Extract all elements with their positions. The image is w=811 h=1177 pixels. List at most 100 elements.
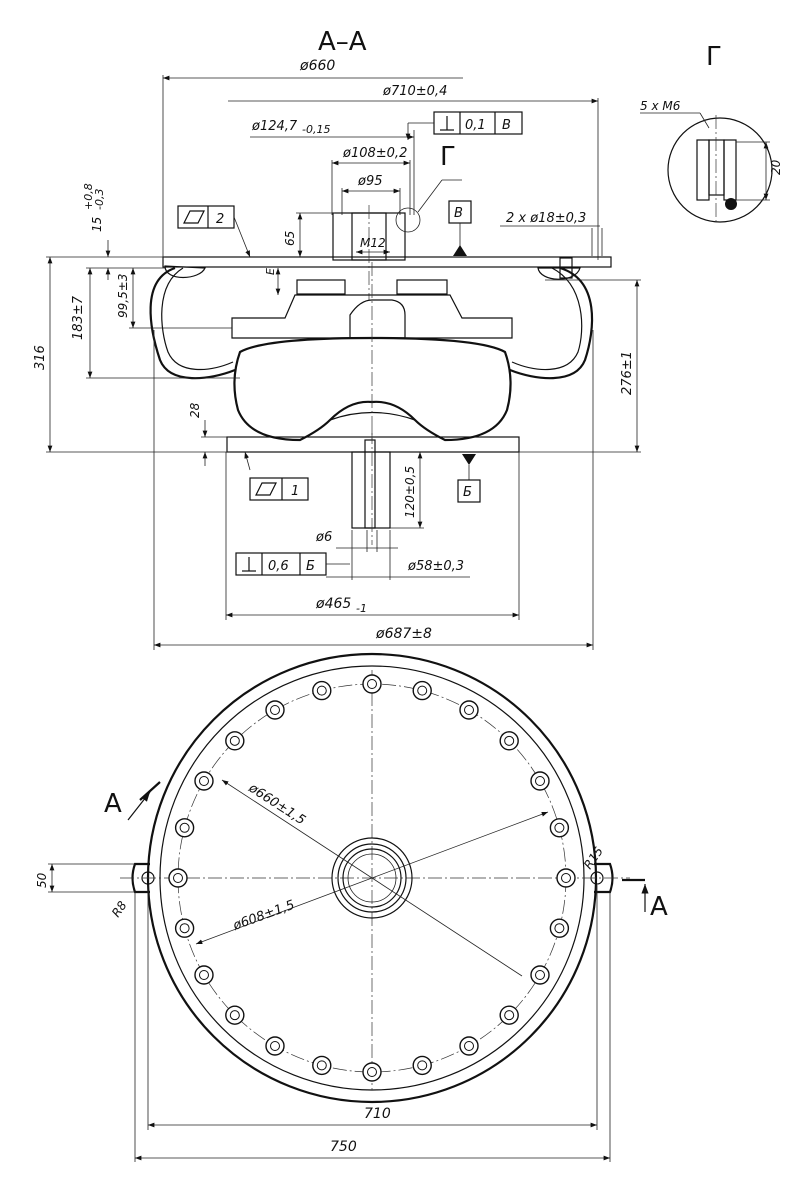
dim-m6: 5 x M6 (640, 99, 681, 113)
datum-b: Б (457, 454, 481, 503)
bolt-hole (459, 1036, 479, 1056)
bolt-hole (499, 731, 519, 751)
bolt-hole (194, 771, 214, 791)
dim-h15-tol-top: +0,8 (82, 183, 95, 210)
bolt-hole (168, 868, 188, 888)
bolt-hole (412, 1055, 432, 1076)
bolt-hole (312, 680, 332, 701)
svg-text:В: В (502, 118, 511, 133)
dim-h183: 183±7 (71, 295, 86, 340)
section-title: А–А (318, 27, 367, 57)
dim-r8: R8 (109, 898, 130, 919)
bolt-hole-thread (198, 970, 209, 980)
bolt-hole (549, 918, 570, 938)
dim-d108: ø108±0,2 (342, 146, 407, 161)
bolt-hole-thread (504, 735, 515, 746)
rubber-bumper (233, 336, 512, 442)
bolt-hole (530, 965, 550, 985)
dim-r15: R15 (581, 844, 606, 871)
bolt-hole (362, 674, 382, 694)
bolt-hole-thread (179, 923, 190, 934)
dim-d465: ø465 (315, 596, 351, 612)
bolt-holes (168, 674, 576, 1082)
dim-d58: ø58±0,3 (407, 559, 464, 574)
bolt-hole (265, 1036, 285, 1056)
bolt-hole (556, 868, 576, 888)
bolt-hole-thread (417, 1060, 428, 1071)
svg-text:0,6: 0,6 (268, 559, 289, 574)
dim-d6: ø6 (315, 530, 332, 545)
bolt-hole-thread (464, 704, 474, 715)
svg-text:Б: Б (306, 559, 315, 574)
bellows-sleeve-left (149, 266, 236, 380)
bolt-hole-thread (316, 685, 327, 696)
bolt-hole (174, 918, 195, 938)
dim-h316: 316 (33, 345, 48, 370)
dim-d710: ø710±0,4 (382, 84, 447, 99)
dim-holes: 2 x ø18±0,3 (506, 211, 586, 226)
svg-text:1: 1 (291, 484, 299, 499)
bellows-sleeve-right (509, 266, 594, 380)
bolt-hole-thread (504, 1010, 515, 1021)
bolt-hole-thread (229, 1010, 240, 1021)
dim-w710: 710 (364, 1106, 391, 1122)
bolt-hole (412, 680, 432, 701)
dim-h15: 15 (90, 217, 104, 232)
bolt-hole-thread (229, 735, 240, 746)
tolerance-frame-flat-2: 2 (177, 205, 251, 258)
bolt-hole (194, 965, 214, 985)
dim-h99: 99,5±3 (116, 274, 130, 318)
bolt-detail (559, 257, 573, 279)
svg-text:2: 2 (216, 212, 224, 227)
section-mark-left: А (104, 789, 122, 819)
bolt-hole-thread (464, 1041, 474, 1052)
dim-d124: ø124,7 (251, 119, 298, 134)
bolt-hole-thread (179, 822, 190, 833)
bolt-hole-thread (554, 923, 565, 934)
bolt-hole (549, 818, 570, 838)
dim-h65: 65 (283, 231, 297, 246)
plan-view: ø660±1,5 ø608±1,5 R15 R8 50 710 750 А А (35, 652, 668, 1162)
bolt-hole (225, 1005, 245, 1025)
dim-h28: 28 (188, 402, 202, 418)
tolerance-frame-perp-bottom: 0,6 Б (235, 552, 350, 576)
bolt-hole-thread (535, 776, 546, 786)
datum-v: В (448, 200, 472, 256)
bolt-hole-thread (316, 1060, 327, 1071)
top-plate (162, 256, 612, 268)
tolerance-frame-perp-top: 0,1 В (405, 111, 523, 140)
bolt-hole-thread (367, 1067, 377, 1077)
svg-text:0,1: 0,1 (465, 118, 486, 133)
bolt-hole-thread (173, 873, 183, 883)
section-mark-right: А (650, 892, 668, 922)
detail-view: Г 5 x M6 20 (640, 42, 783, 225)
dim-d465-tol: -1 (356, 602, 367, 615)
dim-h120: 120±0,5 (403, 466, 417, 518)
dim-h50: 50 (35, 872, 49, 888)
detail-callout-circle (395, 207, 421, 233)
dim-h15-tol-bot: -0,3 (93, 189, 106, 210)
bolt-hole-thread (417, 685, 428, 696)
dim-d124-tol: -0,15 (302, 123, 330, 136)
dim-m12: M12 (360, 236, 386, 250)
bolt-hole-thread (554, 822, 565, 833)
detail-label: Г (440, 142, 456, 172)
bottom-plate (226, 436, 520, 453)
bolt-hole (459, 700, 479, 720)
tolerance-frame-flat-1: 1 (244, 451, 309, 501)
bolt-hole-thread (535, 970, 546, 980)
dim-d687: ø687±8 (375, 626, 432, 642)
bolt-hole (362, 1062, 382, 1082)
dim-w750: 750 (330, 1139, 357, 1155)
bolt-hole-thread (367, 679, 377, 689)
dim-pcd608: ø608±1,5 (230, 898, 297, 934)
bolt-hole-thread (198, 776, 209, 786)
dim-d20: 20 (769, 159, 783, 175)
bolt-hole (265, 700, 285, 720)
bolt-hole (312, 1055, 332, 1076)
bolt-hole (530, 771, 550, 791)
bolt-hole (499, 1005, 519, 1025)
bolt-hole-thread (561, 873, 571, 883)
bolt-hole-thread (270, 704, 280, 715)
